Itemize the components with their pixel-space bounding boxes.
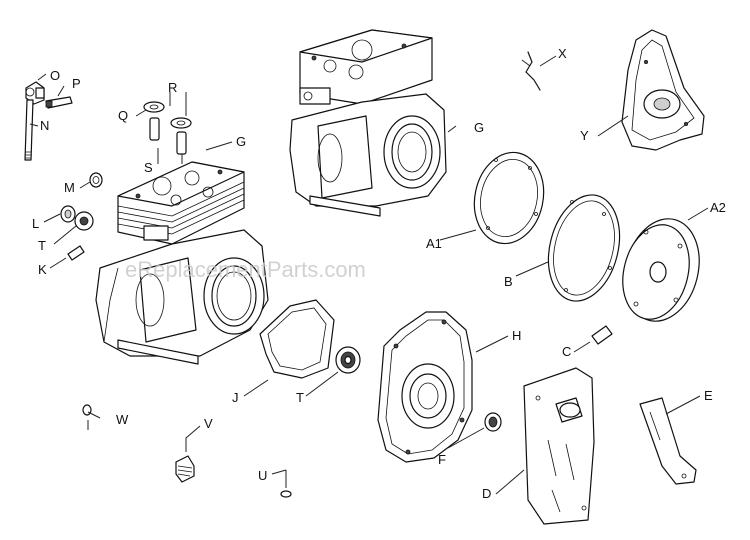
part-t-bearing xyxy=(335,346,361,374)
part-a2-cover-plate xyxy=(622,218,700,322)
label-u: U xyxy=(258,468,267,483)
label-q: Q xyxy=(118,108,128,123)
part-v-nut xyxy=(175,455,195,483)
part-e-support-bracket xyxy=(639,397,697,485)
part-f-seal xyxy=(484,412,502,432)
label-h: H xyxy=(512,328,521,343)
label-a1: A1 xyxy=(426,236,442,251)
part-g-crankcase-rear xyxy=(289,29,447,217)
label-g-rear: G xyxy=(474,120,484,135)
label-w: W xyxy=(116,412,129,427)
part-a1-gasket xyxy=(473,151,545,245)
label-o: O xyxy=(50,68,60,83)
part-j-gasket xyxy=(259,299,335,379)
label-f: F xyxy=(438,452,446,467)
label-p: P xyxy=(72,76,81,91)
label-y: Y xyxy=(580,128,589,143)
part-y-blower-housing xyxy=(621,29,705,151)
part-t-bearing-small xyxy=(74,211,94,231)
part-c-pin xyxy=(591,325,613,345)
label-m: M xyxy=(64,180,75,195)
label-d: D xyxy=(482,486,491,501)
part-l-seal xyxy=(60,205,76,223)
part-u-washer xyxy=(280,490,292,498)
watermark-text: eReplacementParts.com xyxy=(125,257,366,282)
part-n-tube xyxy=(24,99,34,161)
label-j: J xyxy=(232,390,239,405)
label-x: X xyxy=(558,46,567,61)
label-t-bearing: T xyxy=(296,390,304,405)
part-o-elbow-fitting xyxy=(25,81,45,105)
part-h-gear-cover xyxy=(377,311,473,463)
label-t-small: T xyxy=(38,238,46,253)
label-s: S xyxy=(144,160,153,175)
part-k-pin xyxy=(67,245,85,261)
label-b: B xyxy=(504,274,513,289)
label-e: E xyxy=(704,388,713,403)
part-q-washer xyxy=(143,101,165,113)
part-d-bracket-plate xyxy=(523,367,595,525)
label-g-front: G xyxy=(236,134,246,149)
label-v: V xyxy=(204,416,213,431)
part-g-crankcase-front xyxy=(95,161,269,365)
part-m-plug xyxy=(89,172,103,188)
label-r: R xyxy=(168,80,177,95)
part-w-plug xyxy=(82,404,92,416)
part-labels: O P N Q R S G M L T K G X Y A1 A2 B H C … xyxy=(32,46,726,501)
leader-lines xyxy=(29,55,709,495)
label-k: K xyxy=(38,262,47,277)
label-l: L xyxy=(32,216,39,231)
part-s-sleeves xyxy=(149,117,187,155)
part-b-gasket xyxy=(547,194,621,302)
part-r-washer xyxy=(170,117,192,129)
label-n: N xyxy=(40,118,49,133)
part-x-clip xyxy=(521,51,541,91)
label-a2: A2 xyxy=(710,200,726,215)
label-c: C xyxy=(562,344,571,359)
part-p-fitting xyxy=(45,96,73,109)
